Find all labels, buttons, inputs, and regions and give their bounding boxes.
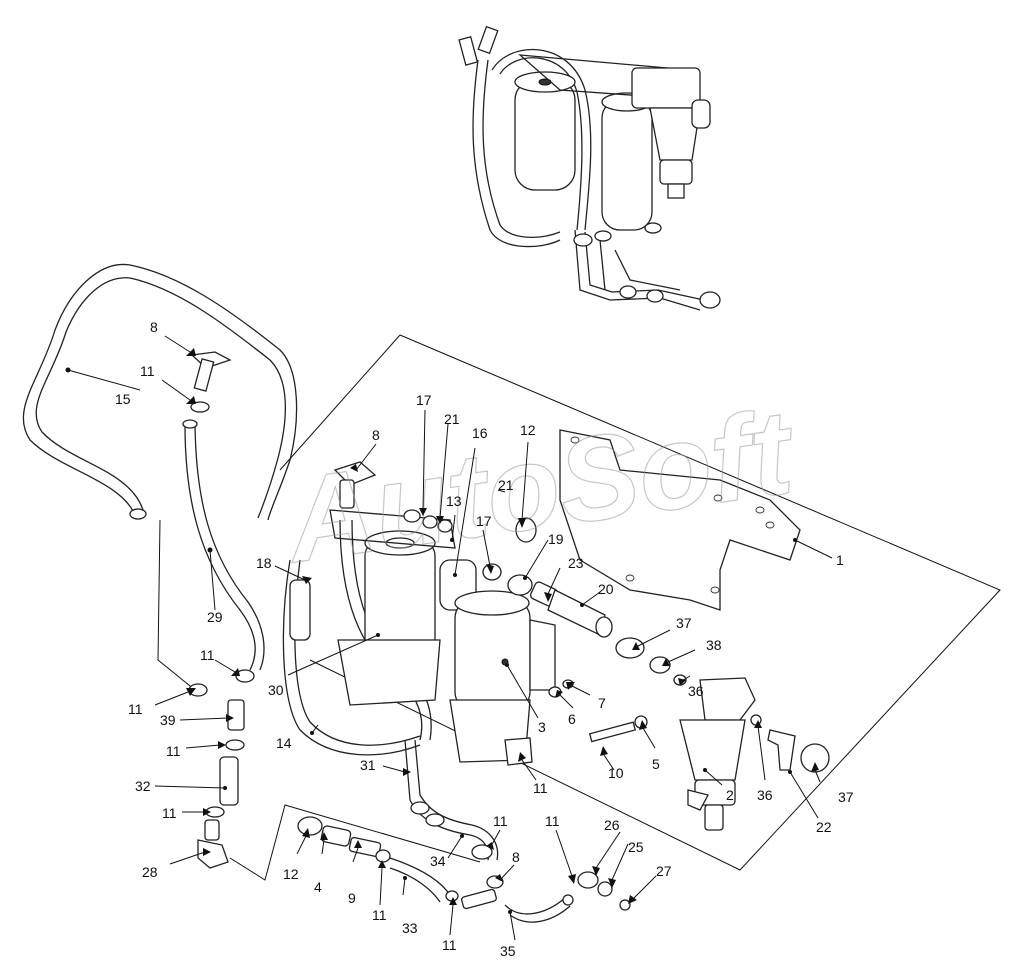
callout-17-b: 17: [476, 513, 492, 529]
callout-30: 30: [268, 682, 284, 698]
callout-17-a: 17: [416, 392, 432, 408]
callout-27: 27: [656, 863, 672, 879]
callout-8-centre: 8: [372, 427, 380, 443]
callout-11-g: 11: [442, 937, 457, 953]
centre-assembly: [282, 461, 556, 861]
callout-28: 28: [142, 864, 158, 880]
fitting-8-upper: [190, 351, 232, 413]
callout-20: 20: [598, 581, 614, 597]
callout-labels: 1 2 3 4 5 6 7 8 8 8 9 10 11 11 11 11 11 …: [115, 319, 854, 959]
callout-36-b: 36: [757, 787, 773, 803]
assembled-view: [458, 25, 721, 311]
callout-11-i: 11: [493, 813, 508, 829]
callout-1: 1: [836, 552, 844, 568]
callout-7: 7: [598, 695, 606, 711]
separator-parts: [548, 637, 830, 831]
hose-29: [182, 419, 265, 671]
callout-11-h: 11: [533, 780, 548, 796]
line-20: [482, 517, 613, 638]
callout-5: 5: [652, 756, 660, 772]
bracket-1: [559, 429, 801, 611]
callout-11-e: 11: [162, 805, 177, 821]
callout-21-b: 21: [498, 477, 514, 493]
callout-22: 22: [816, 819, 832, 835]
callout-8-upper: 8: [150, 319, 158, 335]
callout-29: 29: [207, 609, 223, 625]
watermark: AutoSoft: [276, 384, 804, 588]
left-fitting-stack: [188, 669, 255, 869]
callout-6: 6: [568, 711, 576, 727]
callout-11-b: 11: [200, 647, 215, 663]
callout-34: 34: [430, 853, 446, 869]
callout-11-c: 11: [128, 701, 143, 717]
callout-leaders: [65, 335, 833, 941]
callout-10: 10: [608, 765, 624, 781]
callout-18: 18: [256, 555, 272, 571]
callout-2: 2: [726, 787, 734, 803]
callout-16: 16: [472, 425, 488, 441]
callout-8-lower: 8: [512, 849, 520, 865]
callout-39: 39: [160, 712, 176, 728]
callout-13: 13: [446, 493, 462, 509]
callout-32: 32: [135, 778, 151, 794]
callout-31: 31: [360, 757, 376, 773]
callout-38: 38: [706, 637, 722, 653]
callout-12-a: 12: [283, 866, 299, 882]
callout-37-b: 37: [838, 789, 854, 805]
callout-14: 14: [276, 735, 292, 751]
callout-11-f: 11: [372, 907, 387, 923]
callout-35: 35: [500, 943, 516, 959]
callout-12-b: 12: [520, 422, 536, 438]
callout-19: 19: [548, 531, 564, 547]
callout-11-d: 11: [166, 743, 181, 759]
callout-26: 26: [604, 817, 620, 833]
bottom-line: [297, 816, 631, 923]
callout-36-a: 36: [688, 683, 704, 699]
callout-23: 23: [568, 555, 584, 571]
callout-25: 25: [628, 839, 644, 855]
callout-37-a: 37: [676, 615, 692, 631]
callout-11-a: 11: [140, 363, 155, 379]
callout-9: 9: [348, 890, 356, 906]
callout-33: 33: [402, 920, 418, 936]
callout-11-j: 11: [545, 813, 560, 829]
callout-4: 4: [314, 879, 322, 895]
callout-15: 15: [115, 391, 131, 407]
callout-21-a: 21: [444, 411, 460, 427]
hose-15: [22, 263, 298, 521]
callout-3: 3: [538, 719, 546, 735]
